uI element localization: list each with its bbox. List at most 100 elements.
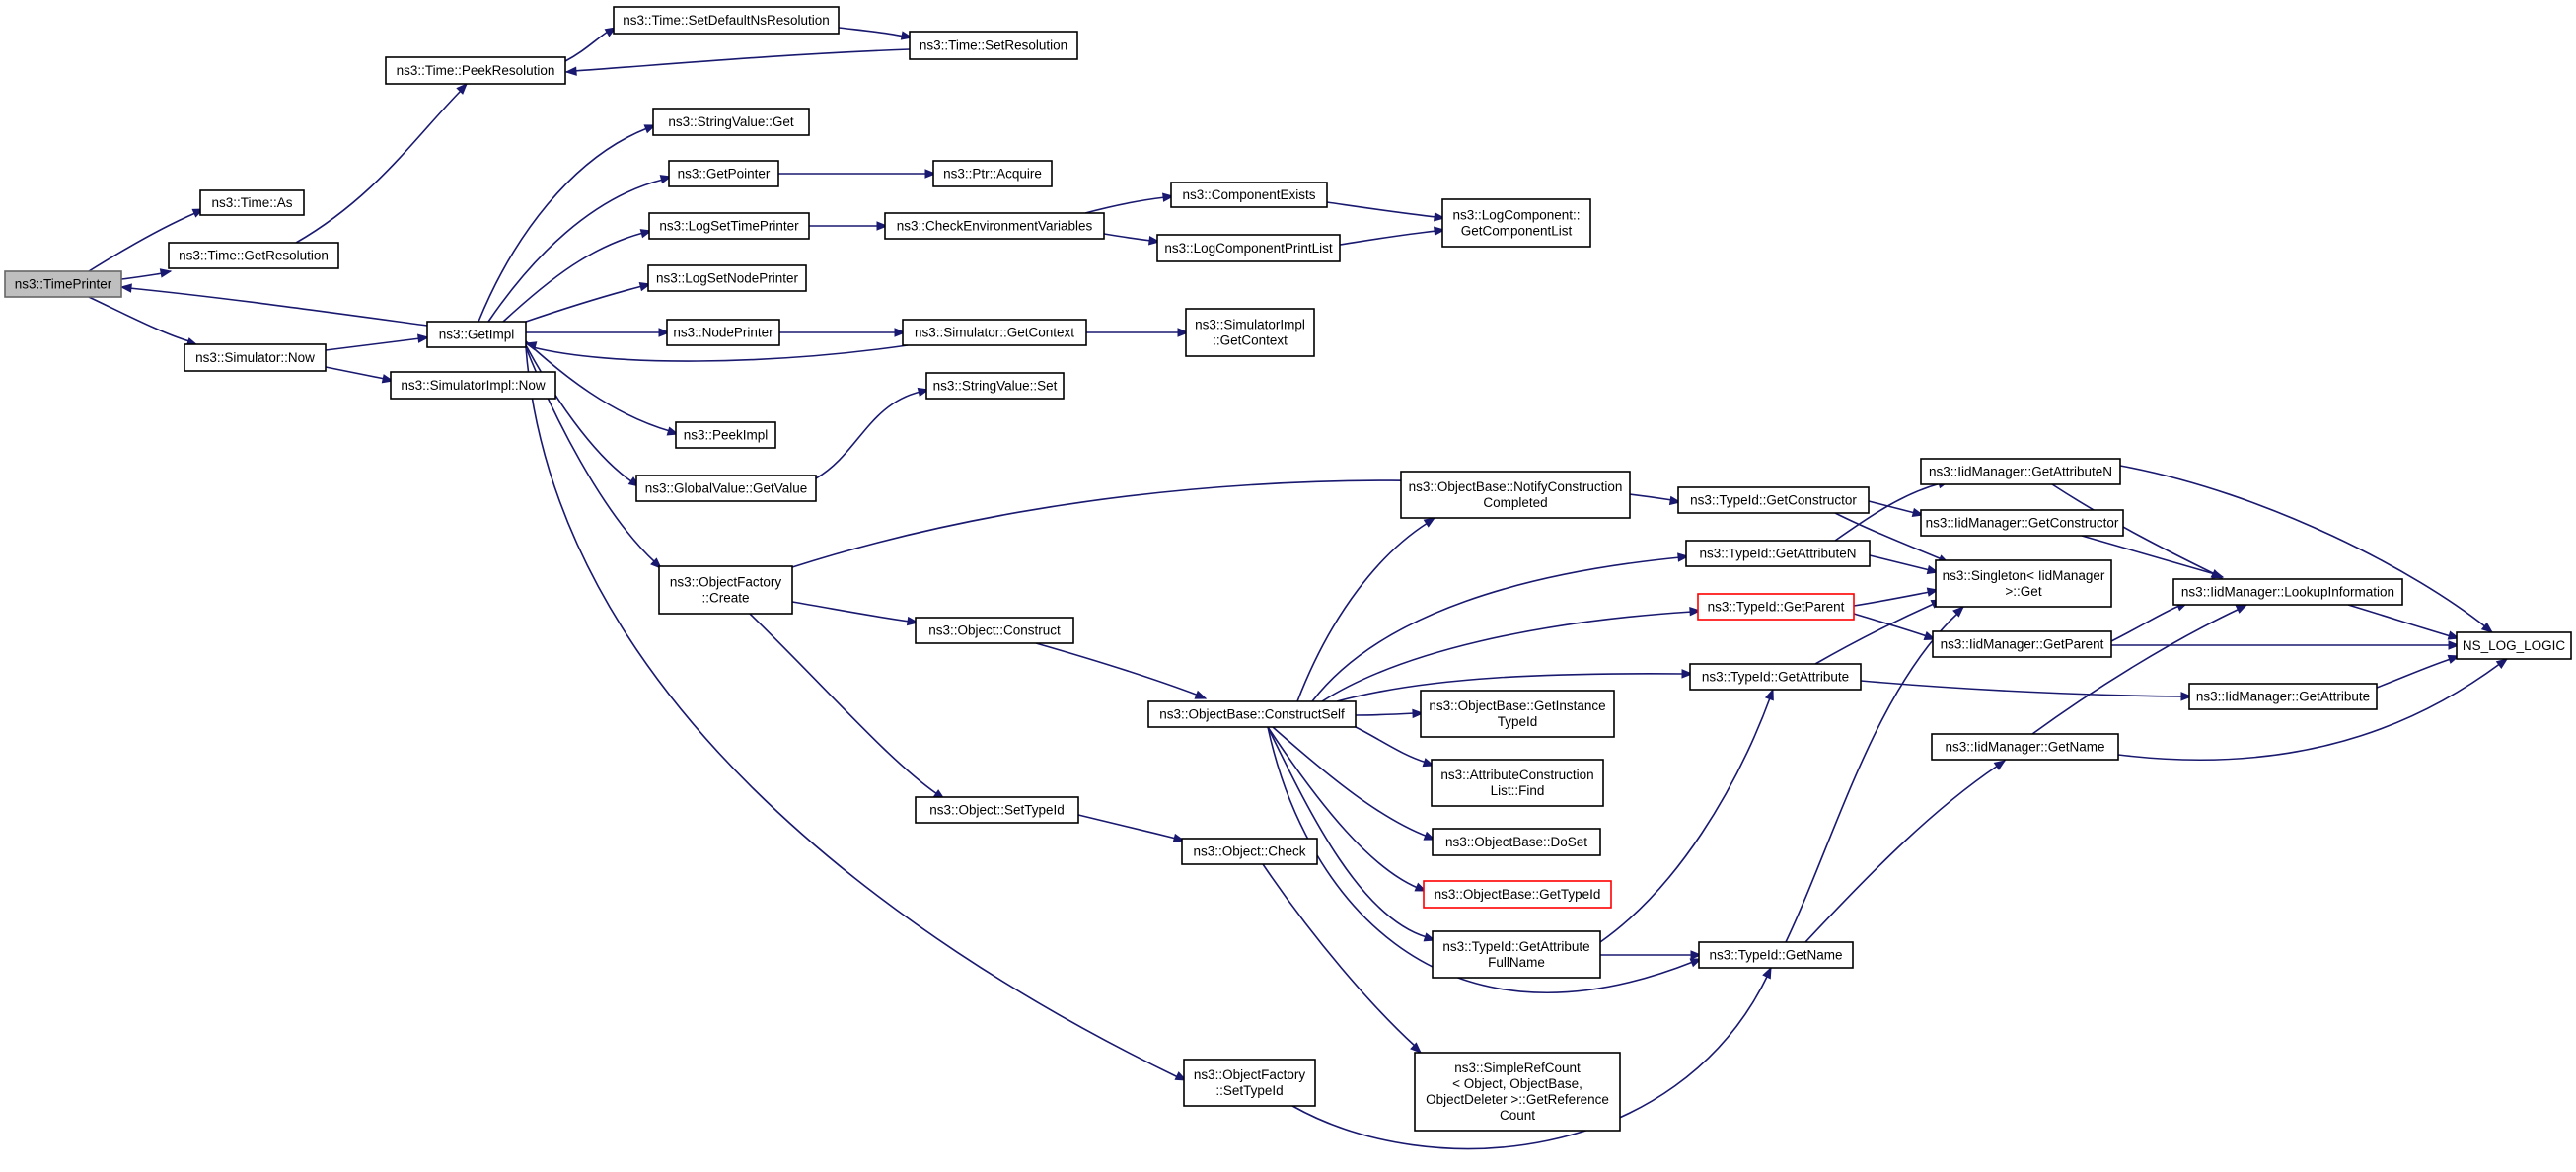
node-TimeSetDefaultNsResolution[interactable]: ns3::Time::SetDefaultNsResolution: [613, 6, 840, 35]
node-TimeSetResolution[interactable]: ns3::Time::SetResolution: [909, 31, 1078, 60]
node-box[interactable]: [1423, 880, 1612, 909]
node-PtrAcquire[interactable]: ns3::Ptr::Acquire: [932, 160, 1053, 187]
node-SimulatorGetContext[interactable]: ns3::Simulator::GetContext: [902, 319, 1087, 346]
node-box[interactable]: [426, 321, 527, 348]
node-ComponentExists[interactable]: ns3::ComponentExists: [1170, 182, 1328, 208]
node-TimeGetResolution[interactable]: ns3::Time::GetResolution: [168, 242, 339, 269]
node-TypeIdGetConstructor[interactable]: ns3::TypeId::GetConstructor: [1677, 486, 1870, 514]
node-box[interactable]: [635, 475, 817, 502]
node-box[interactable]: [168, 242, 339, 269]
node-box[interactable]: [2172, 578, 2403, 606]
node-StringValueGet[interactable]: ns3::StringValue::Get: [652, 108, 810, 136]
node-box[interactable]: [884, 212, 1105, 240]
node-box[interactable]: [1689, 663, 1862, 691]
node-TypeIdGetName[interactable]: ns3::TypeId::GetName: [1698, 941, 1854, 969]
node-IidManagerGetName[interactable]: ns3::IidManager::GetName: [1931, 733, 2119, 761]
node-StringValueSet[interactable]: ns3::StringValue::Set: [925, 372, 1065, 400]
node-box[interactable]: [666, 319, 780, 346]
node-TypeIdGetAttributeN[interactable]: ns3::TypeId::GetAttributeN: [1685, 540, 1871, 567]
node-box[interactable]: [915, 617, 1074, 644]
node-IidManagerGetAttributeN[interactable]: ns3::IidManager::GetAttributeN: [1920, 458, 2121, 485]
node-GetImpl[interactable]: ns3::GetImpl: [426, 321, 527, 348]
node-box[interactable]: [390, 371, 556, 400]
node-CheckEnvironmentVariables[interactable]: ns3::CheckEnvironmentVariables: [884, 212, 1105, 240]
node-LogSetNodePrinter[interactable]: ns3::LogSetNodePrinter: [647, 264, 807, 292]
node-box[interactable]: [1170, 182, 1328, 208]
node-LogComponentGetComponentList[interactable]: ns3::LogComponent::GetComponentList: [1441, 198, 1591, 248]
node-box[interactable]: [1685, 540, 1871, 567]
node-IidManagerGetParent[interactable]: ns3::IidManager::GetParent: [1932, 630, 2112, 658]
node-SimpleRefCountGetReferenceCount[interactable]: ns3::SimpleRefCount< Object, ObjectBase,…: [1414, 1052, 1621, 1132]
node-ObjectBaseDoSet[interactable]: ns3::ObjectBase::DoSet: [1432, 828, 1601, 856]
node-box[interactable]: [1441, 198, 1591, 248]
node-box[interactable]: [1185, 308, 1315, 357]
node-IidManagerGetAttribute[interactable]: ns3::IidManager::GetAttribute: [2188, 683, 2378, 710]
node-GetPointer[interactable]: ns3::GetPointer: [668, 160, 779, 187]
node-ObjectCheck[interactable]: ns3::Object::Check: [1181, 838, 1318, 865]
node-box[interactable]: [1932, 630, 2112, 658]
node-TypeIdGetParent[interactable]: ns3::TypeId::GetParent: [1697, 593, 1855, 621]
node-NS_LOG_LOGIC[interactable]: NS_LOG_LOGIC: [2456, 631, 2572, 660]
node-box[interactable]: [2456, 631, 2572, 660]
node-TimePeekResolution[interactable]: ns3::Time::PeekResolution: [385, 56, 566, 85]
node-box[interactable]: [925, 372, 1065, 400]
node-IidManagerLookupInformation[interactable]: ns3::IidManager::LookupInformation: [2172, 578, 2403, 606]
node-box[interactable]: [675, 421, 776, 449]
node-box[interactable]: [1432, 930, 1601, 979]
node-box[interactable]: [902, 319, 1087, 346]
node-box[interactable]: [915, 796, 1079, 824]
node-box[interactable]: [1147, 700, 1357, 728]
node-SimulatorImplGetContext[interactable]: ns3::SimulatorImpl::GetContext: [1185, 308, 1315, 357]
node-box[interactable]: [1400, 471, 1631, 519]
node-box[interactable]: [652, 108, 810, 136]
node-IidManagerGetConstructor[interactable]: ns3::IidManager::GetConstructor: [1920, 509, 2124, 537]
node-ObjectFactoryCreate[interactable]: ns3::ObjectFactory::Create: [658, 565, 793, 615]
node-box[interactable]: [4, 270, 122, 298]
node-TimeAs[interactable]: ns3::Time::As: [199, 189, 305, 216]
node-SimulatorNow[interactable]: ns3::Simulator::Now: [184, 343, 327, 372]
node-box[interactable]: [1677, 486, 1870, 514]
node-SingletonIidManagerGet[interactable]: ns3::Singleton< IidManager>::Get: [1935, 559, 2112, 608]
node-NodePrinter[interactable]: ns3::NodePrinter: [666, 319, 780, 346]
node-box[interactable]: [1181, 838, 1318, 865]
node-box[interactable]: [647, 264, 807, 292]
node-TypeIdGetAttribute[interactable]: ns3::TypeId::GetAttribute: [1689, 663, 1862, 691]
node-GlobalValueGetValue[interactable]: ns3::GlobalValue::GetValue: [635, 475, 817, 502]
node-box[interactable]: [932, 160, 1053, 187]
node-ObjectConstruct[interactable]: ns3::Object::Construct: [915, 617, 1074, 644]
node-box[interactable]: [1156, 234, 1341, 262]
node-ObjectFactorySetTypeId[interactable]: ns3::ObjectFactory::SetTypeId: [1183, 1059, 1316, 1107]
node-box[interactable]: [1183, 1059, 1316, 1107]
node-SimulatorImplNow[interactable]: ns3::SimulatorImpl::Now: [390, 371, 556, 400]
node-ObjectBaseGetTypeId[interactable]: ns3::ObjectBase::GetTypeId: [1423, 880, 1612, 909]
node-box[interactable]: [1935, 559, 2112, 608]
node-box[interactable]: [668, 160, 779, 187]
node-box[interactable]: [199, 189, 305, 216]
node-box[interactable]: [613, 6, 840, 35]
node-box[interactable]: [1420, 690, 1615, 738]
node-ObjectBaseConstructSelf[interactable]: ns3::ObjectBase::ConstructSelf: [1147, 700, 1357, 728]
node-box[interactable]: [1920, 509, 2124, 537]
node-box[interactable]: [658, 565, 793, 615]
node-ObjectBaseNotifyConstructionCompleted[interactable]: ns3::ObjectBase::NotifyConstructionCompl…: [1400, 471, 1631, 519]
node-box[interactable]: [1697, 593, 1855, 621]
node-box[interactable]: [385, 56, 566, 85]
node-box[interactable]: [184, 343, 327, 372]
node-LogComponentPrintList[interactable]: ns3::LogComponentPrintList: [1156, 234, 1341, 262]
node-box[interactable]: [909, 31, 1078, 60]
node-box[interactable]: [1931, 733, 2119, 761]
node-box[interactable]: [1431, 759, 1604, 807]
node-box[interactable]: [1698, 941, 1854, 969]
node-PeekImpl[interactable]: ns3::PeekImpl: [675, 421, 776, 449]
node-box[interactable]: [648, 212, 810, 240]
node-TimePrinter[interactable]: ns3::TimePrinter: [4, 270, 122, 298]
node-box[interactable]: [2188, 683, 2378, 710]
node-LogSetTimePrinter[interactable]: ns3::LogSetTimePrinter: [648, 212, 810, 240]
node-ObjectSetTypeId[interactable]: ns3::Object::SetTypeId: [915, 796, 1079, 824]
node-box[interactable]: [1414, 1052, 1621, 1132]
node-box[interactable]: [1432, 828, 1601, 856]
node-box[interactable]: [1920, 458, 2121, 485]
